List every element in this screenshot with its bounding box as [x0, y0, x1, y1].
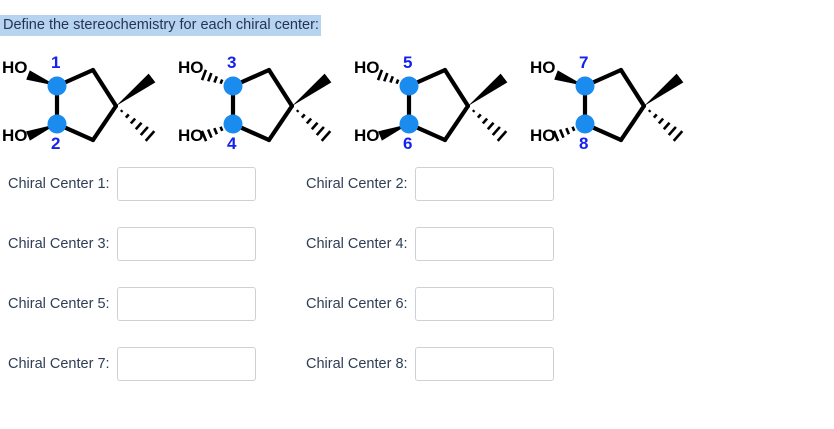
chiral-center-8-field-group: Chiral Center 8: — [306, 343, 554, 385]
molecule-1-center-number-top: 1 — [51, 53, 60, 72]
molecule-4-ho-label-top: HO — [530, 58, 556, 77]
answer-grid: Chiral Center 1:Chiral Center 2:Chiral C… — [0, 163, 600, 403]
molecule-2-center-number-bottom: 4 — [227, 134, 237, 153]
chiral-center-3-input[interactable] — [116, 227, 256, 261]
molecule-4-ho-label-bottom: HO — [530, 126, 556, 145]
molecule-4-structure: HO HO 7 8 — [530, 53, 684, 153]
chiral-center-2-input[interactable] — [414, 167, 554, 201]
molecule-1-center-number-bottom: 2 — [51, 134, 60, 153]
molecule-3-center-number-bottom: 6 — [403, 134, 412, 153]
molecule-3-center-number-top: 5 — [403, 53, 412, 72]
molecule-2-structure: HO HO 3 4 — [178, 53, 332, 153]
prompt-text: Define the stereochemistry for each chir… — [0, 15, 321, 36]
chiral-center-8-input[interactable] — [414, 347, 554, 381]
chiral-center-6-label: Chiral Center 6: — [306, 296, 408, 312]
chiral-center-4-field-group: Chiral Center 4: — [306, 223, 554, 265]
answer-row: Chiral Center 3: Chiral Center 4: — [0, 223, 600, 283]
molecule-4-center-number-top: 7 — [579, 53, 588, 72]
molecule-3-chiral-marker — [399, 114, 419, 134]
molecule-4-chiral-marker — [575, 114, 595, 134]
molecule-2-center-number-top: 3 — [227, 53, 236, 72]
chiral-center-4-input[interactable] — [414, 227, 554, 261]
chiral-center-1-input[interactable] — [116, 167, 256, 201]
chiral-center-2-label: Chiral Center 2: — [306, 176, 408, 192]
molecule-3-chiral-marker — [399, 76, 419, 96]
chiral-center-4-label: Chiral Center 4: — [306, 236, 408, 252]
chiral-center-5-field-group: Chiral Center 5: — [8, 283, 256, 325]
molecule-2-chiral-marker — [223, 76, 243, 96]
answer-row: Chiral Center 7: Chiral Center 8: — [0, 343, 600, 403]
chiral-center-3-label: Chiral Center 3: — [8, 236, 110, 252]
molecule-1-ho-label-top: HO — [2, 58, 28, 77]
chiral-center-7-label: Chiral Center 7: — [8, 356, 110, 372]
molecule-2: HO HO 3 4 — [176, 48, 351, 158]
chiral-center-6-field-group: Chiral Center 6: — [306, 283, 554, 325]
molecule-4-center-number-bottom: 8 — [579, 134, 588, 153]
molecule-strip: HO HO 1 2 HO HO 3 4 HO HO 5 6 HO HO 7 8 — [0, 48, 834, 158]
chiral-center-8-label: Chiral Center 8: — [306, 356, 408, 372]
chiral-center-1-field-group: Chiral Center 1: — [8, 163, 256, 205]
molecule-1-chiral-marker — [47, 76, 67, 96]
molecule-1-structure: HO HO 1 2 — [2, 53, 156, 153]
molecule-3-ho-label-bottom: HO — [354, 126, 380, 145]
chiral-center-7-input[interactable] — [116, 347, 256, 381]
molecule-2-chiral-marker — [223, 114, 243, 134]
chiral-center-5-input[interactable] — [116, 287, 256, 321]
molecule-1-ho-label-bottom: HO — [2, 126, 28, 145]
molecule-1: HO HO 1 2 — [0, 48, 175, 158]
molecule-1-chiral-marker — [47, 114, 67, 134]
chiral-center-7-field-group: Chiral Center 7: — [8, 343, 256, 385]
molecule-4-chiral-marker — [575, 76, 595, 96]
chiral-center-3-field-group: Chiral Center 3: — [8, 223, 256, 265]
molecule-2-ho-label-bottom: HO — [178, 126, 204, 145]
molecule-2-ho-label-top: HO — [178, 58, 204, 77]
molecule-3-structure: HO HO 5 6 — [354, 53, 508, 153]
molecule-4: HO HO 7 8 — [528, 48, 703, 158]
chiral-center-6-input[interactable] — [414, 287, 554, 321]
molecule-3-ho-label-top: HO — [354, 58, 380, 77]
molecule-3: HO HO 5 6 — [352, 48, 527, 158]
chiral-center-1-label: Chiral Center 1: — [8, 176, 110, 192]
answer-row: Chiral Center 1: Chiral Center 2: — [0, 163, 600, 223]
answer-row: Chiral Center 5: Chiral Center 6: — [0, 283, 600, 343]
chiral-center-5-label: Chiral Center 5: — [8, 296, 110, 312]
prompt-banner: Define the stereochemistry for each chir… — [0, 15, 321, 36]
chiral-center-2-field-group: Chiral Center 2: — [306, 163, 554, 205]
